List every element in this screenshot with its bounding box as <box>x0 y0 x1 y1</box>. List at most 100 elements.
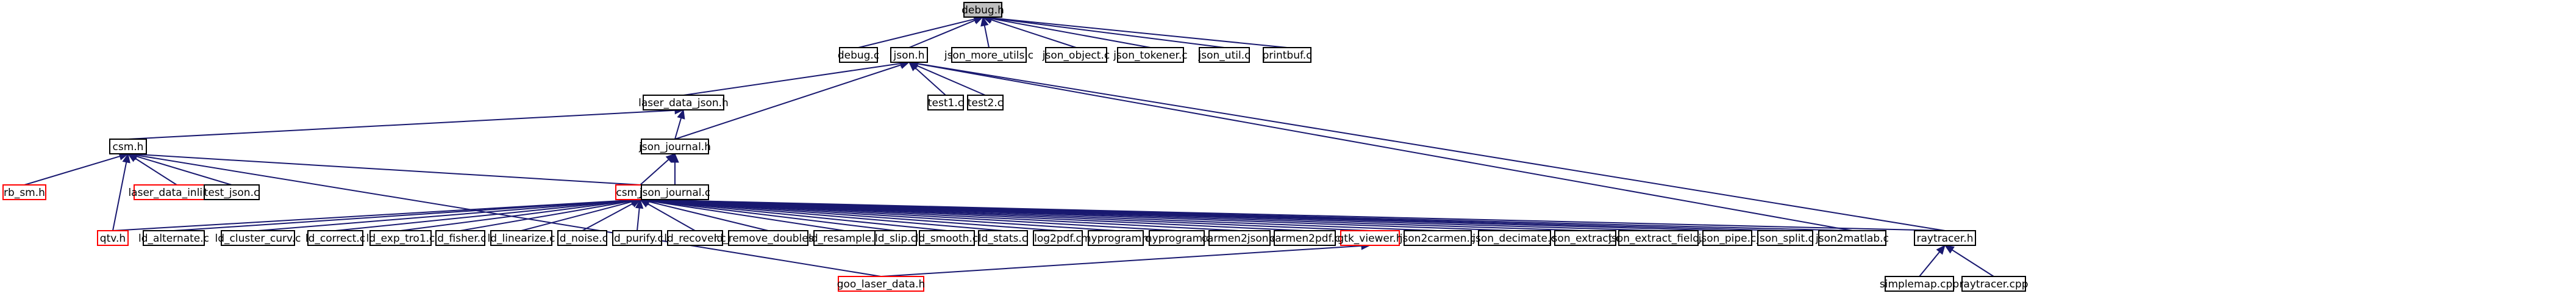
edge-ld-fisher-c-to-csm-all-h <box>460 200 632 231</box>
node-ld-recover-c[interactable]: ld_recover.c <box>664 230 726 246</box>
node-ld-alternate-c[interactable]: ld_alternate.c <box>138 230 209 246</box>
node-test-json-c[interactable]: test_json.c <box>204 184 260 200</box>
edge-ld-exp-tro1-c-to-csm-all-h <box>400 200 632 231</box>
node-debug-c[interactable]: debug.c <box>838 47 879 63</box>
node-box <box>1033 230 1083 246</box>
edges-layer <box>24 13 1994 277</box>
node-box <box>490 230 552 246</box>
node-label: ld_noise.c <box>557 233 608 245</box>
node-raytracer-h[interactable]: raytracer.h <box>1914 230 1976 246</box>
edge-csm-h-to-laser-data-json-h <box>127 109 676 140</box>
node-ld-noise-c[interactable]: ld_noise.c <box>557 230 608 246</box>
node-log2pdf-c[interactable]: log2pdf.c <box>1033 230 1083 246</box>
node-raytracer-cpp[interactable]: raytracer.cpp <box>1959 276 2028 292</box>
node-test1-c[interactable]: test1.c <box>927 95 964 110</box>
node-label: ld_correct.c <box>305 233 365 245</box>
node-debug-h[interactable]: debug.h <box>962 2 1004 18</box>
edge-ld-resample-c-to-csm-all-h <box>648 200 845 231</box>
node-ld-linearize-c[interactable]: ld_linearize.c <box>488 230 555 246</box>
node-carmen2json-c[interactable]: carmen2json.c <box>1202 230 1278 246</box>
edge-test-json-c-to-csm-h <box>136 156 232 186</box>
node-box <box>221 230 295 246</box>
node-ld-resample-c[interactable]: ld_resample.c <box>808 230 880 246</box>
node-json-more-utils-c[interactable]: json_more_utils.c <box>944 47 1033 63</box>
node-json-extract-field-c[interactable]: json_extract_field.c <box>1608 230 1708 246</box>
node-ld-stats-c[interactable]: ld_stats.c <box>978 230 1028 246</box>
edge-laser-data-inline-h-to-csm-h <box>135 157 177 186</box>
node-ld-correct-c[interactable]: ld_correct.c <box>305 230 365 246</box>
edge-rb-sm-h-to-csm-h <box>24 156 120 186</box>
node-myprogram-c-1[interactable]: myprogram.c <box>1081 230 1151 246</box>
node-json-journal-c[interactable]: json_journal.c <box>639 184 711 200</box>
node-label: test1.c <box>928 97 963 109</box>
node-json-decimate-c[interactable]: json_decimate.c <box>1472 230 1557 246</box>
edge-ld-alternate-c-to-csm-all-h <box>173 199 632 231</box>
node-label: myprogram.c <box>1142 233 1211 245</box>
node-box <box>1554 230 1616 246</box>
node-label: laser_data_inline.h <box>128 187 225 199</box>
node-qtv-h[interactable]: qtv.h <box>97 230 129 246</box>
node-box <box>1618 230 1699 246</box>
node-json-journal-h[interactable]: json_journal.h <box>638 139 711 154</box>
arrowhead-json-more-utils-c-to-debug-h <box>980 16 989 27</box>
edge-json2matlab-c-to-json-h <box>917 63 1853 231</box>
node-ld-fisher-c[interactable]: ld_fisher.c <box>435 230 487 246</box>
node-box <box>643 95 724 110</box>
node-box <box>307 230 363 246</box>
node-json-util-c[interactable]: json_util.c <box>1198 47 1251 63</box>
node-goo-laser-data-h[interactable]: goo_laser_data.h <box>837 276 926 292</box>
node-label: gtk_viewer.h <box>1337 233 1402 245</box>
node-json-h[interactable]: json.h <box>890 47 928 63</box>
node-label: log2pdf.c <box>1034 233 1082 245</box>
node-box <box>1404 230 1472 246</box>
node-json2carmen-c[interactable]: json2carmen.c <box>1399 230 1476 246</box>
node-ld-slip-c[interactable]: ld_slip.c <box>874 230 917 246</box>
node-label: ld_cluster_curv.c <box>215 233 301 245</box>
node-box <box>667 230 723 246</box>
node-csm-h[interactable]: csm.h <box>109 139 147 154</box>
node-ld-smooth-c[interactable]: ld_smooth.c <box>916 230 978 246</box>
node-box <box>1149 230 1205 246</box>
node-ld-remove-doubles-c[interactable]: ld_remove_doubles.c <box>714 230 823 246</box>
arrowhead-json-journal-c-to-json-journal-h <box>671 153 679 163</box>
node-label: ld_linearize.c <box>488 233 555 245</box>
edge-laser-data-json-h-to-json-h <box>683 63 901 96</box>
arrowhead-ld-purify-c-to-csm-all-h <box>635 198 644 209</box>
node-box <box>1045 47 1107 63</box>
node-json-object-c[interactable]: json_object.c <box>1042 47 1110 63</box>
node-json2matlab-c[interactable]: json2matlab.c <box>1815 230 1889 246</box>
edge-ld-purify-c-to-csm-all-h <box>637 208 640 231</box>
node-label: ld_stats.c <box>979 233 1027 245</box>
node-label: ld_purify.c <box>611 233 663 245</box>
edge-test1-c-to-json-h <box>915 67 946 96</box>
node-json-tokener-c[interactable]: json_tokener.c <box>1113 47 1188 63</box>
node-box <box>641 139 709 154</box>
node-carmen2pdf-c[interactable]: carmen2pdf.c <box>1269 230 1340 246</box>
node-box <box>839 47 878 63</box>
edge-ld-correct-c-to-csm-all-h <box>335 200 632 231</box>
node-myprogram-c-2[interactable]: myprogram.c <box>1142 230 1211 246</box>
node-ld-cluster-curv-c[interactable]: ld_cluster_curv.c <box>215 230 301 246</box>
node-box <box>1757 230 1813 246</box>
node-label: json_journal.c <box>639 187 711 199</box>
node-box <box>204 184 260 200</box>
node-printbuf-c[interactable]: printbuf.c <box>1262 47 1312 63</box>
node-json-pipe-c[interactable]: json_pipe.c <box>1698 230 1757 246</box>
edge-json-object-c-to-debug-h <box>990 19 1077 48</box>
node-gtk-viewer-h[interactable]: gtk_viewer.h <box>1337 230 1403 246</box>
node-label: json_object.c <box>1042 49 1110 62</box>
node-label: json.h <box>893 49 925 62</box>
node-rb-sm-h[interactable]: rb_sm.h <box>2 184 46 200</box>
node-box <box>1263 47 1311 63</box>
node-laser-data-json-h[interactable]: laser_data_json.h <box>638 95 729 110</box>
node-ld-purify-c[interactable]: ld_purify.c <box>611 230 663 246</box>
node-box <box>641 184 709 200</box>
edge-raytracer-h-to-json-h <box>917 63 1946 231</box>
node-json-extract-c[interactable]: json_extract.c <box>1549 230 1621 246</box>
node-ld-exp-tro1-c[interactable]: ld_exp_tro1.c <box>366 230 435 246</box>
node-json-split-c[interactable]: json_split.c <box>1756 230 1814 246</box>
node-test2-c[interactable]: test2.c <box>967 95 1004 110</box>
edge-ld-stats-c-to-csm-all-h <box>648 200 1004 231</box>
node-simplemap-cpp[interactable]: simplemap.cpp <box>1880 276 1959 292</box>
node-label: rb_sm.h <box>4 187 45 199</box>
